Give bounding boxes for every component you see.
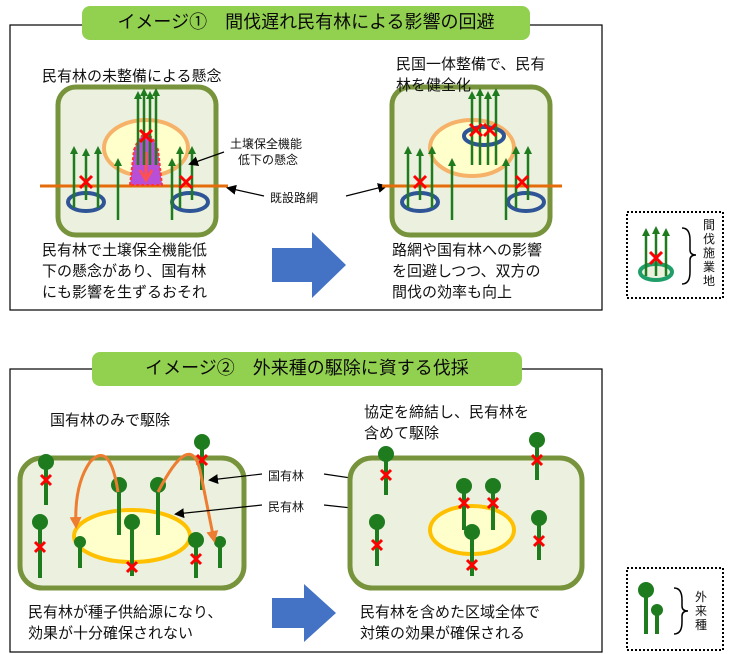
label-private-forest: 民有林	[268, 500, 305, 514]
landing-right-2	[506, 191, 546, 213]
panel1-left-caption-1: 民有林で土壌保全機能低	[42, 241, 208, 259]
panel1-right-heading-2: 林を健全化	[396, 76, 472, 94]
landing-right-3	[462, 125, 506, 147]
panel2-left-caption-2: 効果が十分確保されない	[28, 624, 194, 642]
legend2-icon	[638, 582, 689, 635]
panel1-title: イメージ① 間伐遅れ民有林による影響の回避	[82, 6, 530, 40]
legend1-icon	[638, 226, 697, 285]
panel2-left-heading: 国有林のみで駆除	[50, 411, 171, 429]
panel2-right-heading-1: 協定を締結し、民有林を	[364, 403, 530, 421]
panel2-left-caption-1: 民有林が種子供給源になり、	[28, 603, 223, 621]
invasive-trees-left	[32, 434, 226, 578]
legend1-label: 間伐施業地	[702, 218, 715, 288]
invasive-trees-right	[369, 432, 547, 576]
road-pointer-left	[226, 184, 265, 197]
panel1-right-caption-2: を回避しつつ、双方の	[392, 262, 541, 280]
panel1-trees-left	[70, 88, 196, 220]
panel1-trees-right	[404, 88, 532, 220]
transition-arrow-1	[272, 232, 346, 298]
pointer-national-left	[208, 473, 263, 485]
panel2-right-heading-2: 含めて駆除	[364, 424, 440, 442]
panel1-right-heading-1: 民国一体整備で、民有	[396, 55, 546, 73]
road-pointer-right	[345, 183, 388, 197]
panel2-title: イメージ② 外来種の駆除に資する伐採	[92, 352, 522, 386]
panel1-left-caption-3: にも影響を生ずるおそれ	[42, 283, 208, 301]
panel1-left-heading: 民有林の未整備による懸念	[42, 67, 222, 85]
panel1-right-caption-1: 路網や国有林への影響	[392, 241, 543, 259]
callout-line-1: 土壌保全機能	[230, 137, 303, 151]
legend2-label: 外来種	[694, 590, 707, 632]
legend2-box	[626, 567, 724, 651]
callout-pointer	[188, 151, 225, 167]
legend1-box	[626, 211, 724, 299]
panel2-right-caption-1: 民有林を含めた区域全体で	[360, 603, 541, 621]
panel1-left-caption-2: 下の懸念があり、国有林	[42, 262, 207, 280]
transition-arrow-2	[272, 584, 336, 642]
erosion-down-arrow	[138, 152, 154, 183]
pointer-private-left	[174, 504, 263, 519]
thinning-needed-marks-left	[78, 128, 194, 190]
thinning-marks-right	[412, 122, 530, 190]
callout-line-2: 低下の懸念	[238, 153, 299, 167]
panel1-right-caption-3: 間伐の効率も向上	[392, 283, 513, 301]
panel2-right-caption-2: 対策の効果が確保される	[360, 624, 526, 642]
road-label: 既設路網	[270, 191, 319, 205]
label-national-forest: 国有林	[268, 469, 305, 483]
